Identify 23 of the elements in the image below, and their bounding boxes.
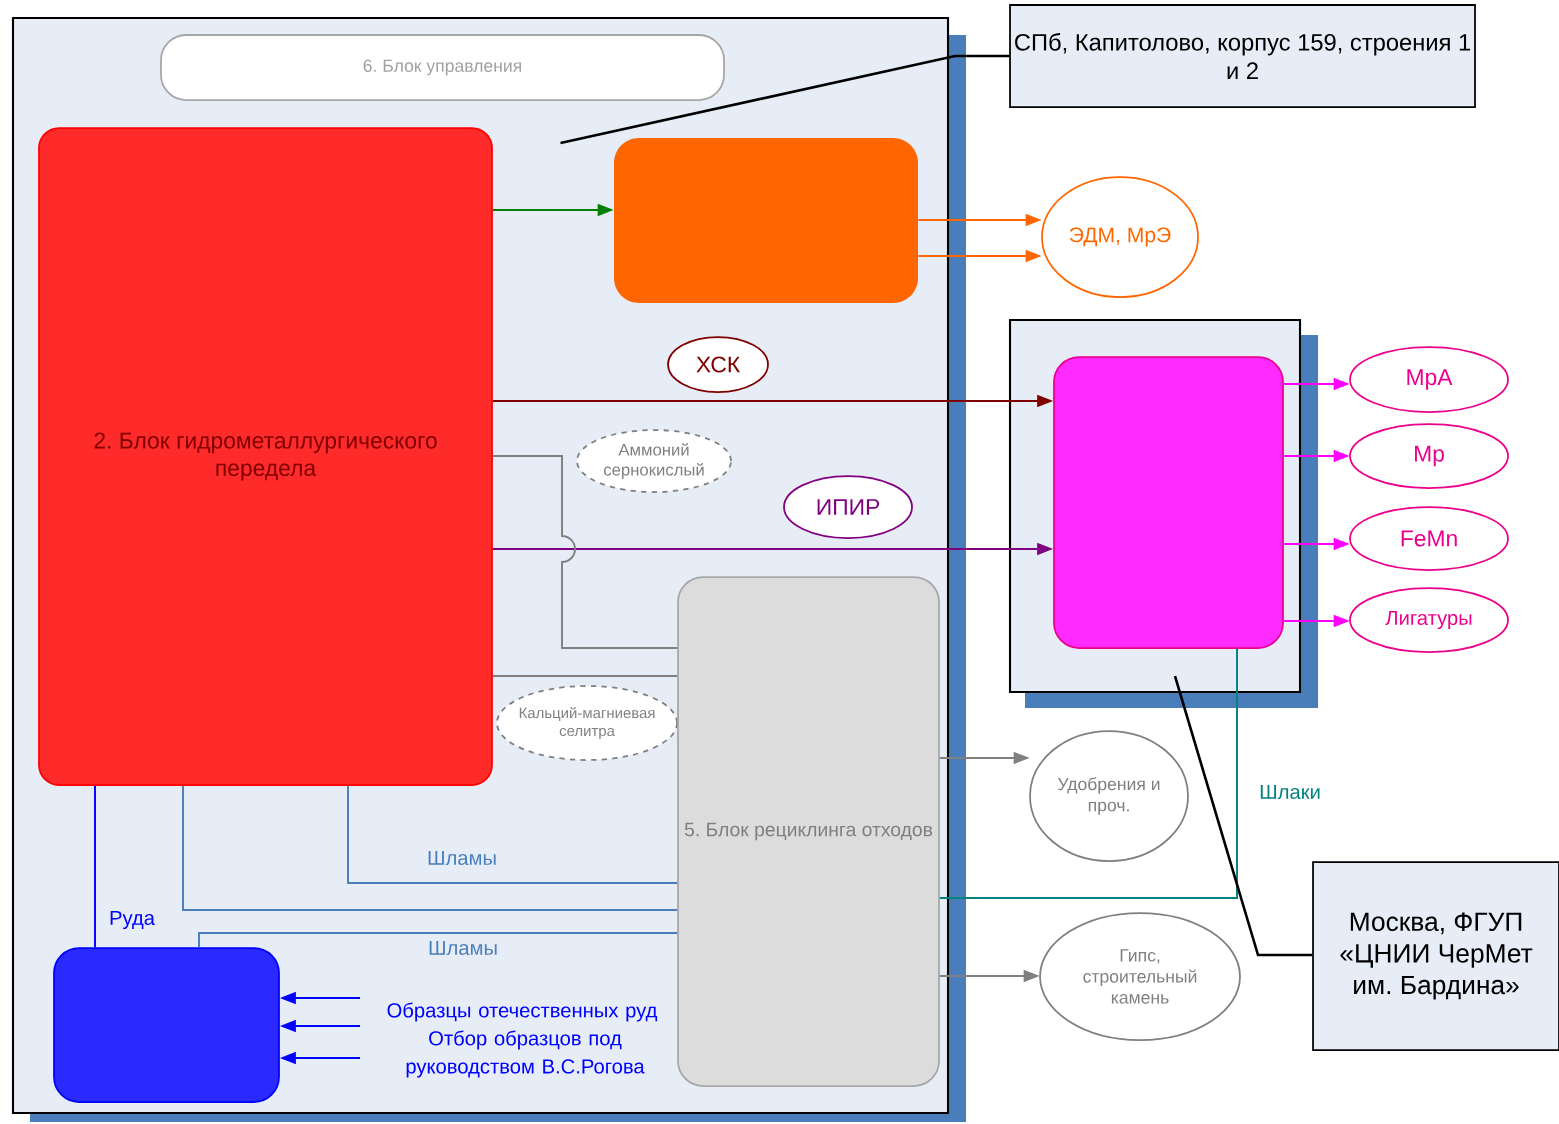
- connector-line: [347, 784, 679, 884]
- process-block: [53, 947, 280, 1103]
- location-callout: СПб, Капитолово, корпус 159, строения 1 и 2: [1009, 4, 1476, 108]
- note-text: Отбор образцов под руководством В.С.Рогова: [406, 1030, 645, 1078]
- connector-line: [198, 932, 679, 949]
- connector-line: [94, 784, 96, 949]
- connector-line: [938, 647, 1238, 899]
- process-block: [614, 138, 918, 303]
- edge-label: Шламы: [425, 849, 499, 867]
- leader-line: [560, 54, 1010, 145]
- connector-line: [491, 675, 679, 677]
- process-block: 5. Блок рециклинга отходов: [677, 576, 940, 1087]
- control-block: 6. Блок управления: [160, 34, 725, 101]
- connector-line: [491, 455, 679, 649]
- process-block: [1053, 356, 1284, 649]
- location-callout: Москва, ФГУП «ЦНИИ ЧерМет им. Бардина»: [1312, 861, 1559, 1051]
- connector-line: [182, 784, 679, 911]
- leader-line: [1173, 675, 1313, 957]
- edge-label: Шлаки: [1257, 783, 1323, 801]
- edge-label: Шламы: [426, 939, 500, 957]
- process-block: 2. Блок гидрометаллургического передела: [38, 127, 493, 786]
- edge-label: Руда: [107, 909, 157, 931]
- note-text: Образцы отечественных руд: [387, 1002, 658, 1022]
